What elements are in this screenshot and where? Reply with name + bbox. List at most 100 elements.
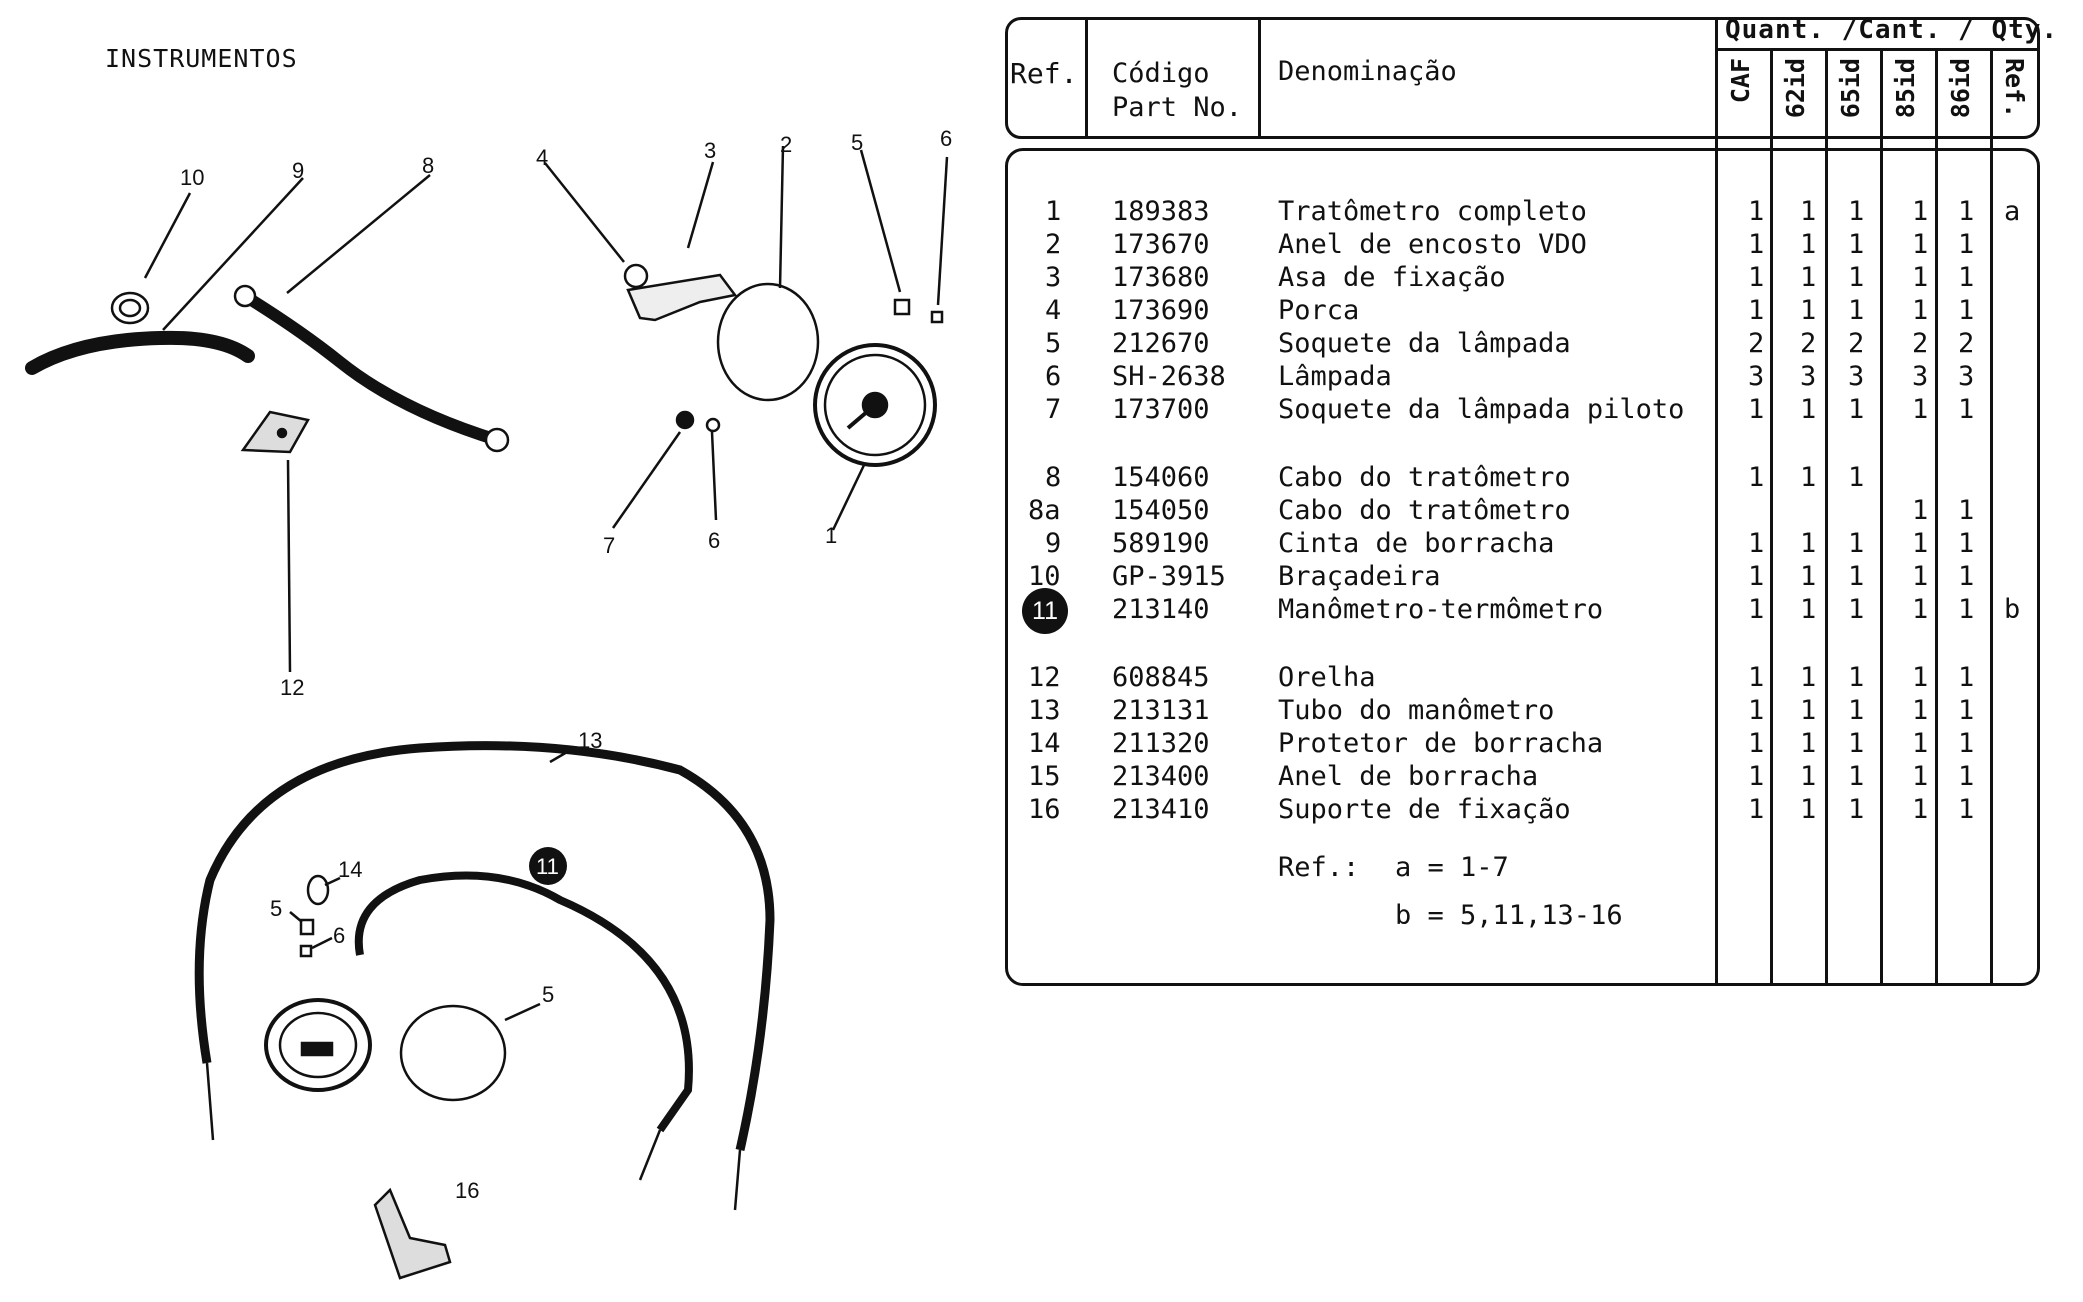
- row-code: 154060: [1112, 462, 1210, 493]
- callout-11: 11: [536, 854, 559, 879]
- row-qty: 1: [1958, 229, 1975, 260]
- row-code: 213131: [1112, 695, 1210, 726]
- row-qty: 1: [1748, 794, 1765, 825]
- row-qty: 3: [1848, 361, 1865, 392]
- row-ref: 8: [1045, 462, 1062, 493]
- row-ref: 7: [1045, 394, 1062, 425]
- row-qty: 1: [1800, 761, 1817, 792]
- row-qty: 1: [1958, 561, 1975, 592]
- callout-1: 1: [825, 523, 837, 548]
- row-qty: 1: [1748, 262, 1765, 293]
- row-qty: 1: [1912, 295, 1929, 326]
- divider: [1825, 50, 1828, 986]
- part-gauge: [813, 343, 937, 467]
- row-qty: 1: [1800, 561, 1817, 592]
- row-code: 608845: [1112, 662, 1210, 693]
- row-qty: 1: [1800, 394, 1817, 425]
- part-cable: [239, 290, 503, 446]
- callout-2: 2: [780, 132, 792, 157]
- divider: [1085, 17, 1088, 139]
- divider: [1715, 17, 1718, 986]
- part-support: [373, 1187, 452, 1280]
- divider: [1770, 50, 1773, 986]
- row-qty: 1: [1800, 528, 1817, 559]
- row-qty: 1: [1748, 462, 1765, 493]
- row-qty: 1: [1958, 394, 1975, 425]
- row-name: Anel de borracha: [1278, 761, 1539, 792]
- header-65id: 65id: [1836, 58, 1865, 119]
- row-qty: 1: [1800, 794, 1817, 825]
- row-qty: 1: [1912, 662, 1929, 693]
- row-qty: 1: [1800, 594, 1817, 625]
- row-qty: 1: [1800, 295, 1817, 326]
- row-qty: 1: [1748, 728, 1765, 759]
- row-ref-badge: 11: [1022, 588, 1068, 634]
- row-qty: 1: [1912, 262, 1929, 293]
- row-qty: 2: [1958, 328, 1975, 359]
- part-ring: [716, 282, 820, 402]
- row-qty: 1: [1848, 462, 1865, 493]
- row-code: 154050: [1112, 495, 1210, 526]
- row-code: GP-3915: [1112, 561, 1226, 592]
- callout-3: 3: [704, 138, 716, 163]
- row-name: Cabo do tratômetro: [1278, 495, 1571, 526]
- part-manometer-tube: [354, 871, 693, 1133]
- row-qty: 1: [1848, 262, 1865, 293]
- row-name: Suporte de fixação: [1278, 794, 1571, 825]
- part-mounting-bracket: [626, 273, 738, 322]
- row-qty: 1: [1748, 594, 1765, 625]
- row-code: 212670: [1112, 328, 1210, 359]
- header-qty-group: Quant. /Cant. / Qty.: [1725, 15, 2059, 45]
- callout-7: 7: [603, 533, 615, 558]
- row-qty: 1: [1800, 196, 1817, 227]
- callout-6: 6: [940, 126, 952, 151]
- row-ref: 16: [1028, 794, 1061, 825]
- row-name: Cinta de borracha: [1278, 528, 1555, 559]
- row-qty: 1: [1748, 295, 1765, 326]
- row-qty: 2: [1912, 328, 1929, 359]
- row-qty: 1: [1912, 594, 1929, 625]
- callout-12: 12: [280, 675, 304, 700]
- row-qty: 2: [1748, 328, 1765, 359]
- row-ref: 10: [1028, 561, 1061, 592]
- row-qty: 1: [1912, 728, 1929, 759]
- row-ref: 9: [1045, 528, 1062, 559]
- row-ref: 14: [1028, 728, 1061, 759]
- row-qty: 1: [1958, 662, 1975, 693]
- row-ref: 1: [1045, 196, 1062, 227]
- row-ref: 12: [1028, 662, 1061, 693]
- parts-diagram: 10 9 8 4 3 2 5 6 12 7 6 1 13 11 14 5 6 5…: [25, 126, 952, 1280]
- row-qty: 1: [1848, 794, 1865, 825]
- row-qty: 1: [1748, 394, 1765, 425]
- row-qty: 2: [1848, 328, 1865, 359]
- row-name: Protetor de borracha: [1278, 728, 1604, 759]
- row-qty: 1: [1912, 695, 1929, 726]
- row-qty: 1: [1912, 196, 1929, 227]
- row-qty: 1: [1848, 662, 1865, 693]
- header-code-line2: Part No.: [1112, 92, 1243, 123]
- callout-5b: 5: [270, 896, 282, 921]
- row-ref-note: a: [2004, 196, 2021, 227]
- divider: [1880, 50, 1883, 986]
- row-qty: 2: [1800, 328, 1817, 359]
- row-qty: 1: [1912, 229, 1929, 260]
- row-ref: 2: [1045, 229, 1062, 260]
- header-code-line1: Código: [1112, 58, 1210, 89]
- row-qty: 1: [1848, 528, 1865, 559]
- part-bracket: [240, 410, 310, 454]
- divider: [1990, 50, 1993, 986]
- header-caf: CAF: [1726, 58, 1755, 104]
- row-qty: 1: [1848, 295, 1865, 326]
- row-name: Soquete da lâmpada: [1278, 328, 1571, 359]
- row-qty: 3: [1748, 361, 1765, 392]
- header-86id: 86id: [1946, 58, 1975, 119]
- row-qty: 1: [1748, 761, 1765, 792]
- part-rubber-ring: [399, 1004, 507, 1102]
- row-qty: 1: [1848, 594, 1865, 625]
- row-name: Tratômetro completo: [1278, 196, 1587, 227]
- table-header: [1005, 17, 2040, 139]
- row-qty: 1: [1958, 761, 1975, 792]
- row-qty: 1: [1848, 229, 1865, 260]
- row-qty: 1: [1912, 394, 1929, 425]
- row-qty: 1: [1848, 196, 1865, 227]
